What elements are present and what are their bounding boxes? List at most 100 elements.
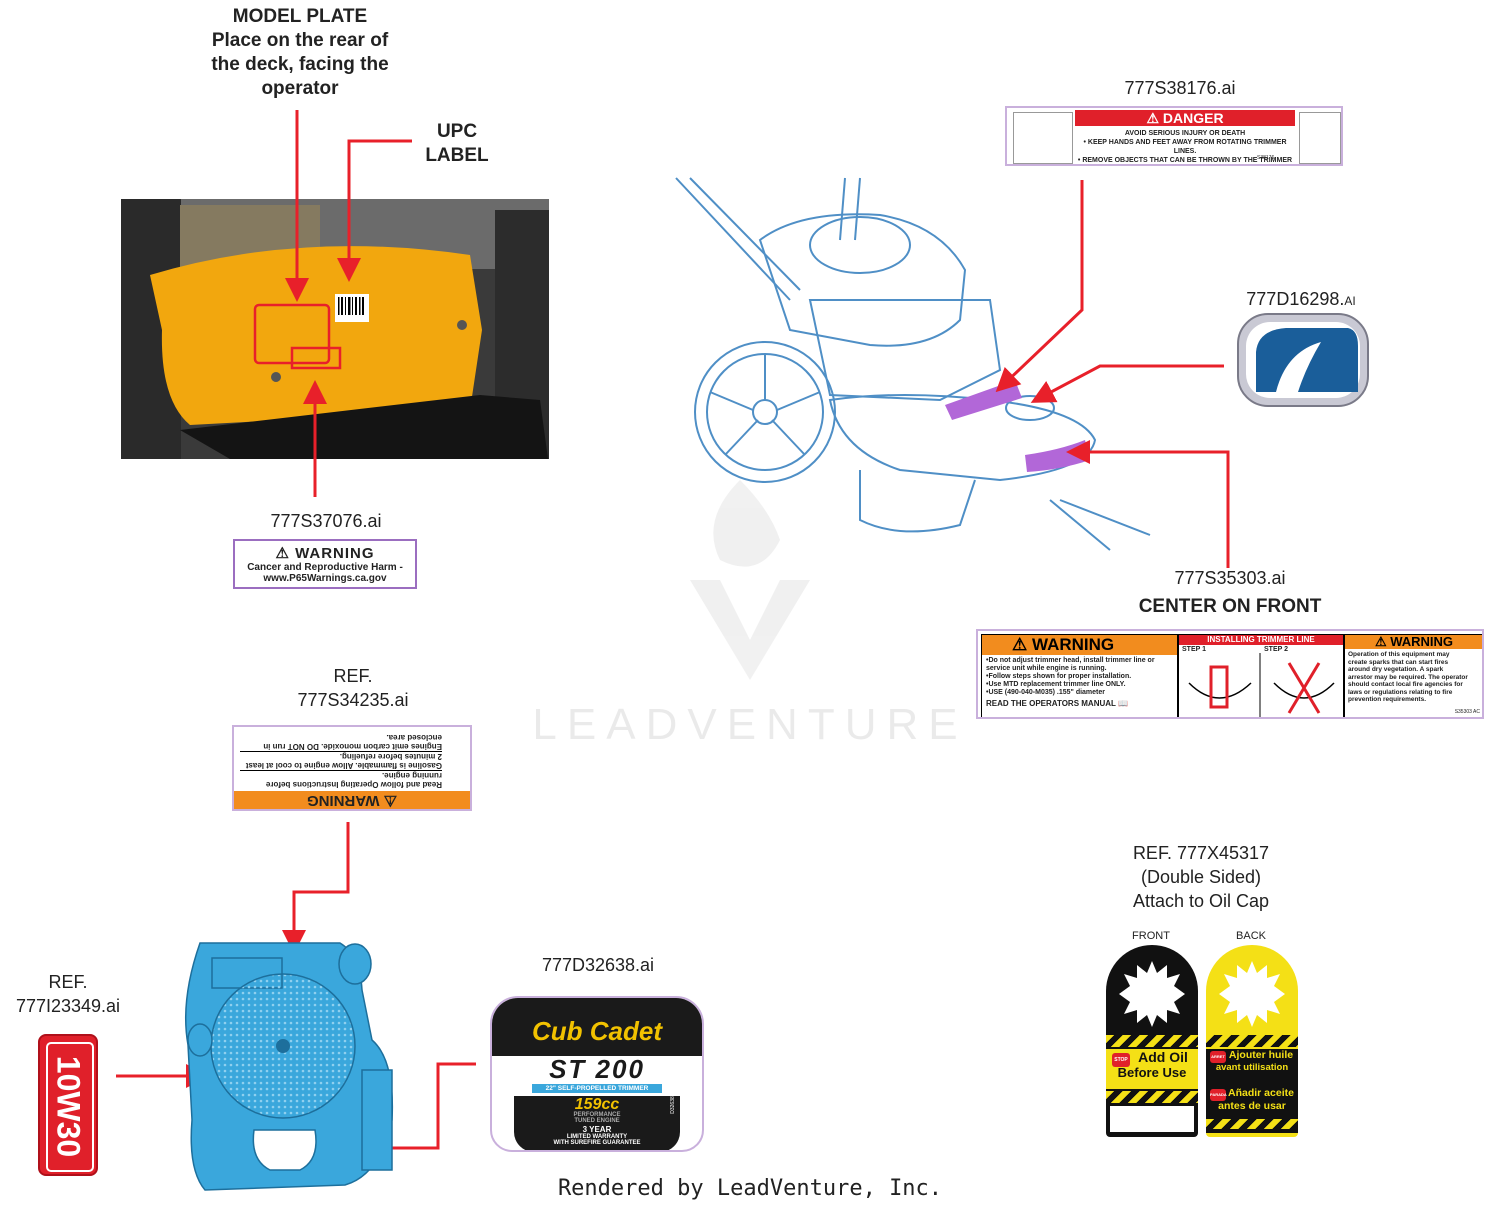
front-mid-panel: INSTALLING TRIMMER LINE STEP 1 STEP 2 [1178, 634, 1344, 717]
front-right-line: should contact local fire agencies for [1348, 681, 1463, 688]
danger-decal: ⚠ DANGER AVOID SERIOUS INJURY OR DEATH •… [1005, 106, 1343, 166]
front-right-text: Operation of this equipment may create s… [1345, 649, 1482, 706]
upc-label: UPC LABEL [412, 120, 502, 168]
oilcap-ref-line: (Double Sided) [1140, 867, 1262, 887]
back-tag-line1: Ajouter huile [1228, 1049, 1294, 1061]
oil-ref: REF. 777I23349.ai [0, 970, 136, 1018]
back-tag-line2: avant utilisation [1215, 1062, 1289, 1073]
model-plate-line: Place on the rear of [211, 30, 389, 51]
front-left-panel: ⚠ WARNING •Do not adjust trimmer head, i… [981, 634, 1178, 717]
front-right-title: WARNING [1390, 634, 1454, 649]
trimmer-line-steps-icon [1188, 653, 1335, 717]
back-tag-label: BACK [1236, 930, 1266, 942]
front-tag-line2: Before Use [1117, 1065, 1187, 1080]
front-warning-decal: ⚠ WARNING •Do not adjust trimmer head, i… [976, 629, 1484, 719]
model-plate-label: MODEL PLATE Place on the rear of the dec… [190, 5, 410, 101]
danger-line3: • REMOVE OBJECTS THAT CAN BE THROWN BY T… [1077, 157, 1293, 164]
p65-line2: www.P65Warnings.ca.gov [263, 573, 387, 584]
front-right-line: create sparks that can start fires [1348, 658, 1449, 666]
engine-warning-ref: REF. 777S34235.ai [263, 664, 443, 712]
front-stop-sign-icon: STOP [1112, 1053, 1130, 1067]
oil-cap-hole-icon [1119, 961, 1185, 1027]
hand-hazard-icon [1013, 112, 1073, 164]
front-left-text: •Do not adjust trimmer head, install tri… [982, 655, 1177, 710]
cub-cadet-logo-icon [1237, 313, 1369, 407]
engine-warning-line: enclosed area. [386, 733, 442, 742]
danger-part-number: 777S38176.ai [1124, 78, 1236, 98]
front-right-line: around dry vegetation. A spark [1348, 666, 1444, 673]
front-manual-text: READ THE OPERATORS MANUAL [986, 699, 1116, 708]
engine-decal-warranty-line: WITH SUREFIRE GUARANTEE [553, 1140, 641, 1146]
front-tag-pictograms-icon [1110, 1106, 1194, 1132]
oilcap-ref-line: Attach to Oil Cap [1132, 891, 1270, 911]
front-left-line: •USE (490-040-M035) .155" diameter [986, 689, 1105, 696]
front-tag-line1: Add Oil [1138, 1049, 1188, 1065]
front-right-line: prevention requirements. [1348, 696, 1427, 703]
oil-tag-back: ARRET Ajouter huile avant utilisation PA… [1206, 945, 1298, 1137]
back-stop-text1: ARRET [1211, 1054, 1225, 1059]
engine-warning-line: running engine. [382, 771, 442, 780]
p65-title-row: ⚠ WARNING [235, 544, 415, 562]
oil-cap-hole-icon [1219, 961, 1285, 1027]
logo-part-main: 777D16298. [1246, 289, 1345, 309]
upc-label-line: LABEL [425, 145, 489, 166]
warning-triangle-icon: ⚠ [275, 545, 290, 562]
back-tag-line4: antes de usar [1218, 1100, 1286, 1112]
front-left-line: •Do not adjust trimmer head, install tri… [986, 657, 1155, 664]
back-stop-sign-icon: PARADA [1210, 1089, 1227, 1101]
engine-illustration [184, 942, 394, 1191]
back-tag-code: 777X45317 [1262, 1129, 1283, 1134]
engine-decal-model: ST 200 [549, 1054, 645, 1084]
p65-title: WARNING [295, 545, 375, 562]
danger-code: S38176 [1257, 155, 1275, 161]
front-left-line: •Follow steps shown for proper installat… [986, 673, 1132, 680]
engine-decal-warranty-line: LIMITED WARRANTY [566, 1134, 628, 1140]
logo-part-ext: AI [1344, 294, 1356, 308]
engine-decal-subtitle: 22" SELF-PROPELLED TRIMMER [532, 1084, 662, 1093]
front-right-line: laws or regulations relating to fire [1348, 688, 1453, 696]
engine-decal-brand: Cub Cadet [532, 1016, 662, 1046]
oil-grade-decal: 10W30 [38, 1034, 98, 1176]
back-stop-text2: PARADA [1210, 1092, 1227, 1097]
front-left-line: •Use MTD replacement trimmer line ONLY. [986, 681, 1126, 688]
front-manual-row: READ THE OPERATORS MANUAL 📖 [986, 700, 1173, 708]
front-code: S35303 AC [1454, 709, 1480, 715]
oilcap-ref-line: REF. 777X45317 [1132, 843, 1270, 863]
back-tag-line3: Añadir aceite [1228, 1087, 1294, 1099]
engine-warning-ref-line: 777S34235.ai [297, 690, 409, 710]
manual-book-icon: 📖 [1118, 699, 1128, 708]
front-left-title: WARNING [1031, 635, 1115, 654]
engine-decal-code: D32638 [669, 1096, 676, 1114]
warning-triangle-icon: ⚠ [1012, 635, 1028, 654]
watermark-logo [690, 480, 810, 680]
highlight-decal-zones [945, 380, 1090, 472]
engine-decal-warranty: 3 YEAR LIMITED WARRANTY WITH SUREFIRE GU… [492, 1126, 702, 1147]
arrows-trimmer [995, 180, 1230, 568]
engine-decal-perf-line: PERFORMANCE [573, 1112, 621, 1118]
engine-decal-part-number: 777D32638.ai [541, 955, 655, 975]
front-right-line: arrestor may be required. The operator [1348, 673, 1468, 681]
oil-ref-line: REF. [48, 972, 88, 992]
model-plate-line: MODEL PLATE [232, 6, 368, 27]
danger-line2: • KEEP HANDS AND FEET AWAY FROM ROTATING… [1083, 139, 1287, 155]
front-stop-text: STOP [1114, 1057, 1128, 1063]
deck-photo [121, 199, 549, 459]
danger-title: DANGER [1162, 110, 1224, 126]
front-left-header: ⚠ WARNING [982, 635, 1177, 655]
front-right-panel: ⚠ WARNING Operation of this equipment ma… [1344, 634, 1482, 717]
trimmer-drawing [675, 177, 1151, 551]
front-part-number: 777S35303.ai [1174, 568, 1286, 588]
engine-decal-cc: 159cc [574, 1096, 620, 1113]
logo-part-number: 777D16298.AI [1226, 289, 1376, 310]
warning-triangle-icon: ⚠ [383, 792, 398, 809]
engine-warning-line: Engines emit carbon monoxide. DO NOT run… [240, 742, 442, 752]
arrows-photo [285, 110, 412, 497]
footer-credit: Rendered by LeadVenture, Inc. [557, 1176, 943, 1201]
front-tag-label: FRONT [1132, 930, 1170, 942]
engine-warning-line: Gasoline is flammable. Allow engine to c… [240, 761, 442, 771]
front-left-line: service unit while engine is running. [986, 665, 1107, 672]
p65-part-number: 777S37076.ai [270, 511, 382, 531]
engine-warning-decal: ⚠ WARNING Read and follow Operating Inst… [232, 725, 472, 811]
front-placement-note: CENTER ON FRONT [1138, 596, 1322, 617]
